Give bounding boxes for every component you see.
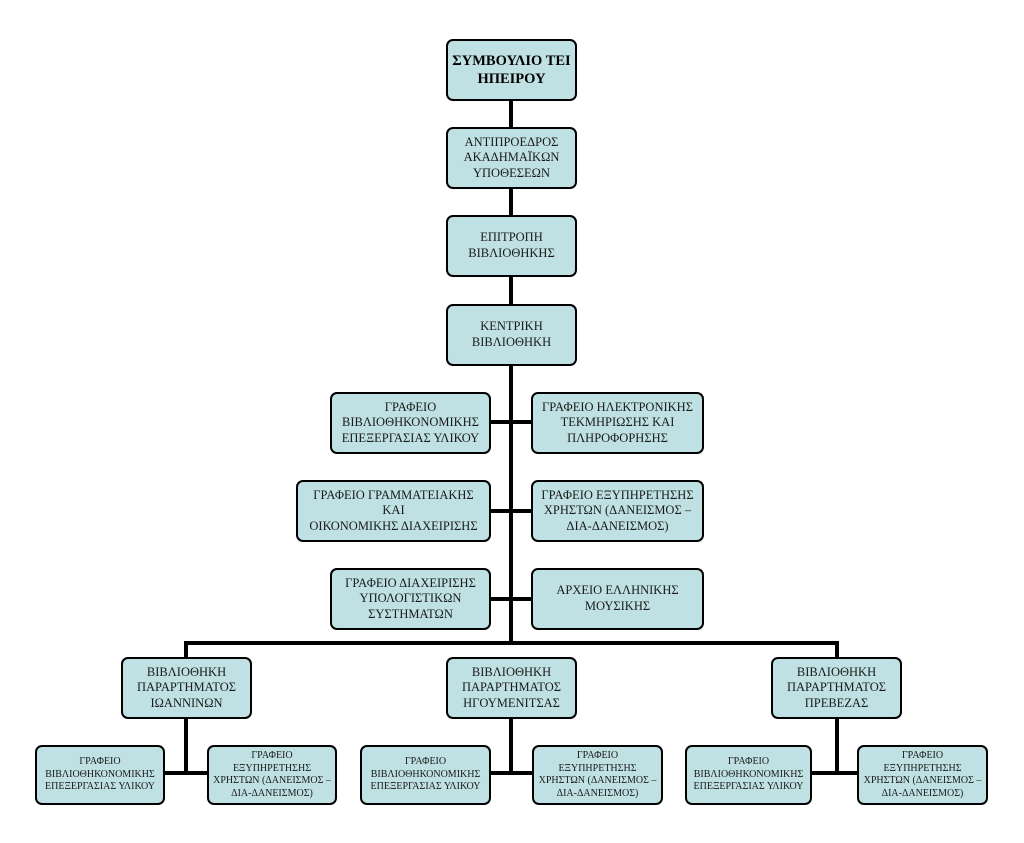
branch-library-label: ΒΙΒΛΙΟΘΗΚΗ ΠΑΡΑΡΤΗΜΑΤΟΣ ΠΡΕΒΕΖΑΣ	[787, 664, 886, 710]
secretarial-office-label: ΓΡΑΦΕΙΟ ΓΡΑΜΜΑΤΕΙΑΚΗΣ ΚΑΙ ΟΙΚΟΝΟΜΙΚΗΣ ΔΙ…	[309, 487, 478, 533]
branch-library-box-ioannina: ΒΙΒΛΙΟΘΗΚΗ ΠΑΡΑΡΤΗΜΑΤΟΣ ΙΩΑΝΝΙΝΩΝ	[121, 657, 252, 719]
branch-office-label: ΓΡΑΦΕΙΟ ΕΞΥΠΗΡΕΤΗΣΗΣ ΧΡΗΣΤΩΝ (ΔΑΝΕΙΣΜΟΣ …	[213, 750, 331, 799]
library-committee-label: ΕΠΙΤΡΟΠΗ ΒΙΒΛΙΟΘΗΚΗΣ	[468, 230, 555, 260]
branch-drop-line-1	[184, 641, 188, 661]
electronic-documentation-office-label: ΓΡΑΦΕΙΟ ΗΛΕΚΤΡΟΝΙΚΗΣ ΤΕΚΜΗΡΙΩΣΗΣ ΚΑΙ ΠΛΗ…	[542, 399, 693, 445]
branch-bus-line	[184, 641, 839, 645]
branch-3-cataloguing-office-box: ΓΡΑΦΕΙΟ ΒΙΒΛΙΟΘΗΚΟΝΟΜΙΚΗΣ ΕΠΕΞΕΡΓΑΣΙΑΣ Υ…	[685, 745, 812, 805]
right-office-connector-3	[511, 597, 533, 601]
branch-library-label: ΒΙΒΛΙΟΘΗΚΗ ΠΑΡΑΡΤΗΜΑΤΟΣ ΙΩΑΝΝΙΝΩΝ	[137, 664, 236, 710]
computer-systems-office-label: ΓΡΑΦΕΙΟ ΔΙΑΧΕΙΡΙΣΗΣ ΥΠΟΛΟΓΙΣΤΙΚΩΝ ΣΥΣΤΗΜ…	[345, 575, 476, 621]
branch-office-label: ΓΡΑΦΕΙΟ ΒΙΒΛΙΟΘΗΚΟΝΟΜΙΚΗΣ ΕΠΕΞΕΡΓΑΣΙΑΣ Υ…	[370, 756, 481, 793]
branch-1-stem-line	[184, 716, 188, 775]
branch-3-user-services-office-box: ΓΡΑΦΕΙΟ ΕΞΥΠΗΡΕΤΗΣΗΣ ΧΡΗΣΤΩΝ (ΔΑΝΕΙΣΜΟΣ …	[857, 745, 988, 805]
user-services-office-box: ΓΡΑΦΕΙΟ ΕΞΥΠΗΡΕΤΗΣΗΣ ΧΡΗΣΤΩΝ (ΔΑΝΕΙΣΜΟΣ …	[531, 480, 704, 542]
branch-drop-line-3	[835, 641, 839, 661]
branch-2-stem-line	[509, 716, 513, 775]
user-services-office-label: ΓΡΑΦΕΙΟ ΕΞΥΠΗΡΕΤΗΣΗΣ ΧΡΗΣΤΩΝ (ΔΑΝΕΙΣΜΟΣ …	[541, 487, 694, 533]
cataloguing-office-box: ΓΡΑΦΕΙΟ ΒΙΒΛΙΟΘΗΚΟΝΟΜΙΚΗΣ ΕΠΕΞΕΡΓΑΣΙΑΣ Υ…	[330, 392, 491, 454]
left-office-connector-1	[489, 420, 511, 424]
music-archive-label: ΑΡΧΕΙΟ ΕΛΛΗΝΙΚΗΣ ΜΟΥΣΙΚΗΣ	[556, 583, 679, 613]
branch-office-label: ΓΡΑΦΕΙΟ ΕΞΥΠΗΡΕΤΗΣΗΣ ΧΡΗΣΤΩΝ (ΔΑΝΕΙΣΜΟΣ …	[863, 750, 982, 799]
branch-1-cataloguing-office-box: ΓΡΑΦΕΙΟ ΒΙΒΛΙΟΘΗΚΟΝΟΜΙΚΗΣ ΕΠΕΞΕΡΓΑΣΙΑΣ Υ…	[35, 745, 165, 805]
branch-library-box-igoumenitsa: ΒΙΒΛΙΟΘΗΚΗ ΠΑΡΑΡΤΗΜΑΤΟΣ ΗΓΟΥΜΕΝΙΤΣΑΣ	[446, 657, 577, 719]
right-office-connector-2	[511, 509, 533, 513]
branch-2-cataloguing-office-box: ΓΡΑΦΕΙΟ ΒΙΒΛΙΟΘΗΚΟΝΟΜΙΚΗΣ ΕΠΕΞΕΡΓΑΣΙΑΣ Υ…	[360, 745, 491, 805]
branch-3-office-bar-line	[810, 771, 859, 775]
secretarial-office-box: ΓΡΑΦΕΙΟ ΓΡΑΜΜΑΤΕΙΑΚΗΣ ΚΑΙ ΟΙΚΟΝΟΜΙΚΗΣ ΔΙ…	[296, 480, 491, 542]
left-office-connector-2	[489, 509, 511, 513]
branch-1-user-services-office-box: ΓΡΑΦΕΙΟ ΕΞΥΠΗΡΕΤΗΣΗΣ ΧΡΗΣΤΩΝ (ΔΑΝΕΙΣΜΟΣ …	[207, 745, 337, 805]
branch-library-label: ΒΙΒΛΙΟΘΗΚΗ ΠΑΡΑΡΤΗΜΑΤΟΣ ΗΓΟΥΜΕΝΙΤΣΑΣ	[462, 664, 561, 710]
council-label: ΣΥΜΒΟΥΛΙΟ ΤΕΙ ΗΠΕΙΡΟΥ	[452, 52, 571, 87]
music-archive-box: ΑΡΧΕΙΟ ΕΛΛΗΝΙΚΗΣ ΜΟΥΣΙΚΗΣ	[531, 568, 704, 630]
branch-2-office-bar-line	[489, 771, 535, 775]
computer-systems-office-box: ΓΡΑΦΕΙΟ ΔΙΑΧΕΙΡΙΣΗΣ ΥΠΟΛΟΓΙΣΤΙΚΩΝ ΣΥΣΤΗΜ…	[330, 568, 491, 630]
central-library-label: ΚΕΝΤΡΙΚΗ ΒΙΒΛΙΟΘΗΚΗ	[471, 319, 552, 349]
left-office-connector-3	[489, 597, 511, 601]
branch-office-label: ΓΡΑΦΕΙΟ ΒΙΒΛΙΟΘΗΚΟΝΟΜΙΚΗΣ ΕΠΕΞΕΡΓΑΣΙΑΣ Υ…	[693, 756, 804, 793]
cataloguing-office-label: ΓΡΑΦΕΙΟ ΒΙΒΛΙΟΘΗΚΟΝΟΜΙΚΗΣ ΕΠΕΞΕΡΓΑΣΙΑΣ Υ…	[341, 399, 480, 445]
branch-office-label: ΓΡΑΦΕΙΟ ΒΙΒΛΙΟΘΗΚΟΝΟΜΙΚΗΣ ΕΠΕΞΕΡΓΑΣΙΑΣ Υ…	[45, 756, 155, 793]
branch-library-box-preveza: ΒΙΒΛΙΟΘΗΚΗ ΠΑΡΑΡΤΗΜΑΤΟΣ ΠΡΕΒΕΖΑΣ	[771, 657, 902, 719]
library-committee-box: ΕΠΙΤΡΟΠΗ ΒΙΒΛΙΟΘΗΚΗΣ	[446, 215, 577, 277]
right-office-connector-1	[511, 420, 533, 424]
branch-office-label: ΓΡΑΦΕΙΟ ΕΞΥΠΗΡΕΤΗΣΗΣ ΧΡΗΣΤΩΝ (ΔΑΝΕΙΣΜΟΣ …	[538, 750, 657, 799]
branch-3-stem-line	[835, 716, 839, 775]
central-library-box: ΚΕΝΤΡΙΚΗ ΒΙΒΛΙΟΘΗΚΗ	[446, 304, 577, 366]
main-trunk-line	[509, 98, 513, 644]
electronic-documentation-office-box: ΓΡΑΦΕΙΟ ΗΛΕΚΤΡΟΝΙΚΗΣ ΤΕΚΜΗΡΙΩΣΗΣ ΚΑΙ ΠΛΗ…	[531, 392, 704, 454]
branch-1-office-bar-line	[163, 771, 210, 775]
vice-president-box: ΑΝΤΙΠΡΟΕΔΡΟΣ ΑΚΑΔΗΜΑΪΚΩΝ ΥΠΟΘΕΣΕΩΝ	[446, 127, 577, 189]
vice-president-label: ΑΝΤΙΠΡΟΕΔΡΟΣ ΑΚΑΔΗΜΑΪΚΩΝ ΥΠΟΘΕΣΕΩΝ	[463, 134, 560, 180]
council-box: ΣΥΜΒΟΥΛΙΟ ΤΕΙ ΗΠΕΙΡΟΥ	[446, 39, 577, 101]
branch-2-user-services-office-box: ΓΡΑΦΕΙΟ ΕΞΥΠΗΡΕΤΗΣΗΣ ΧΡΗΣΤΩΝ (ΔΑΝΕΙΣΜΟΣ …	[532, 745, 663, 805]
